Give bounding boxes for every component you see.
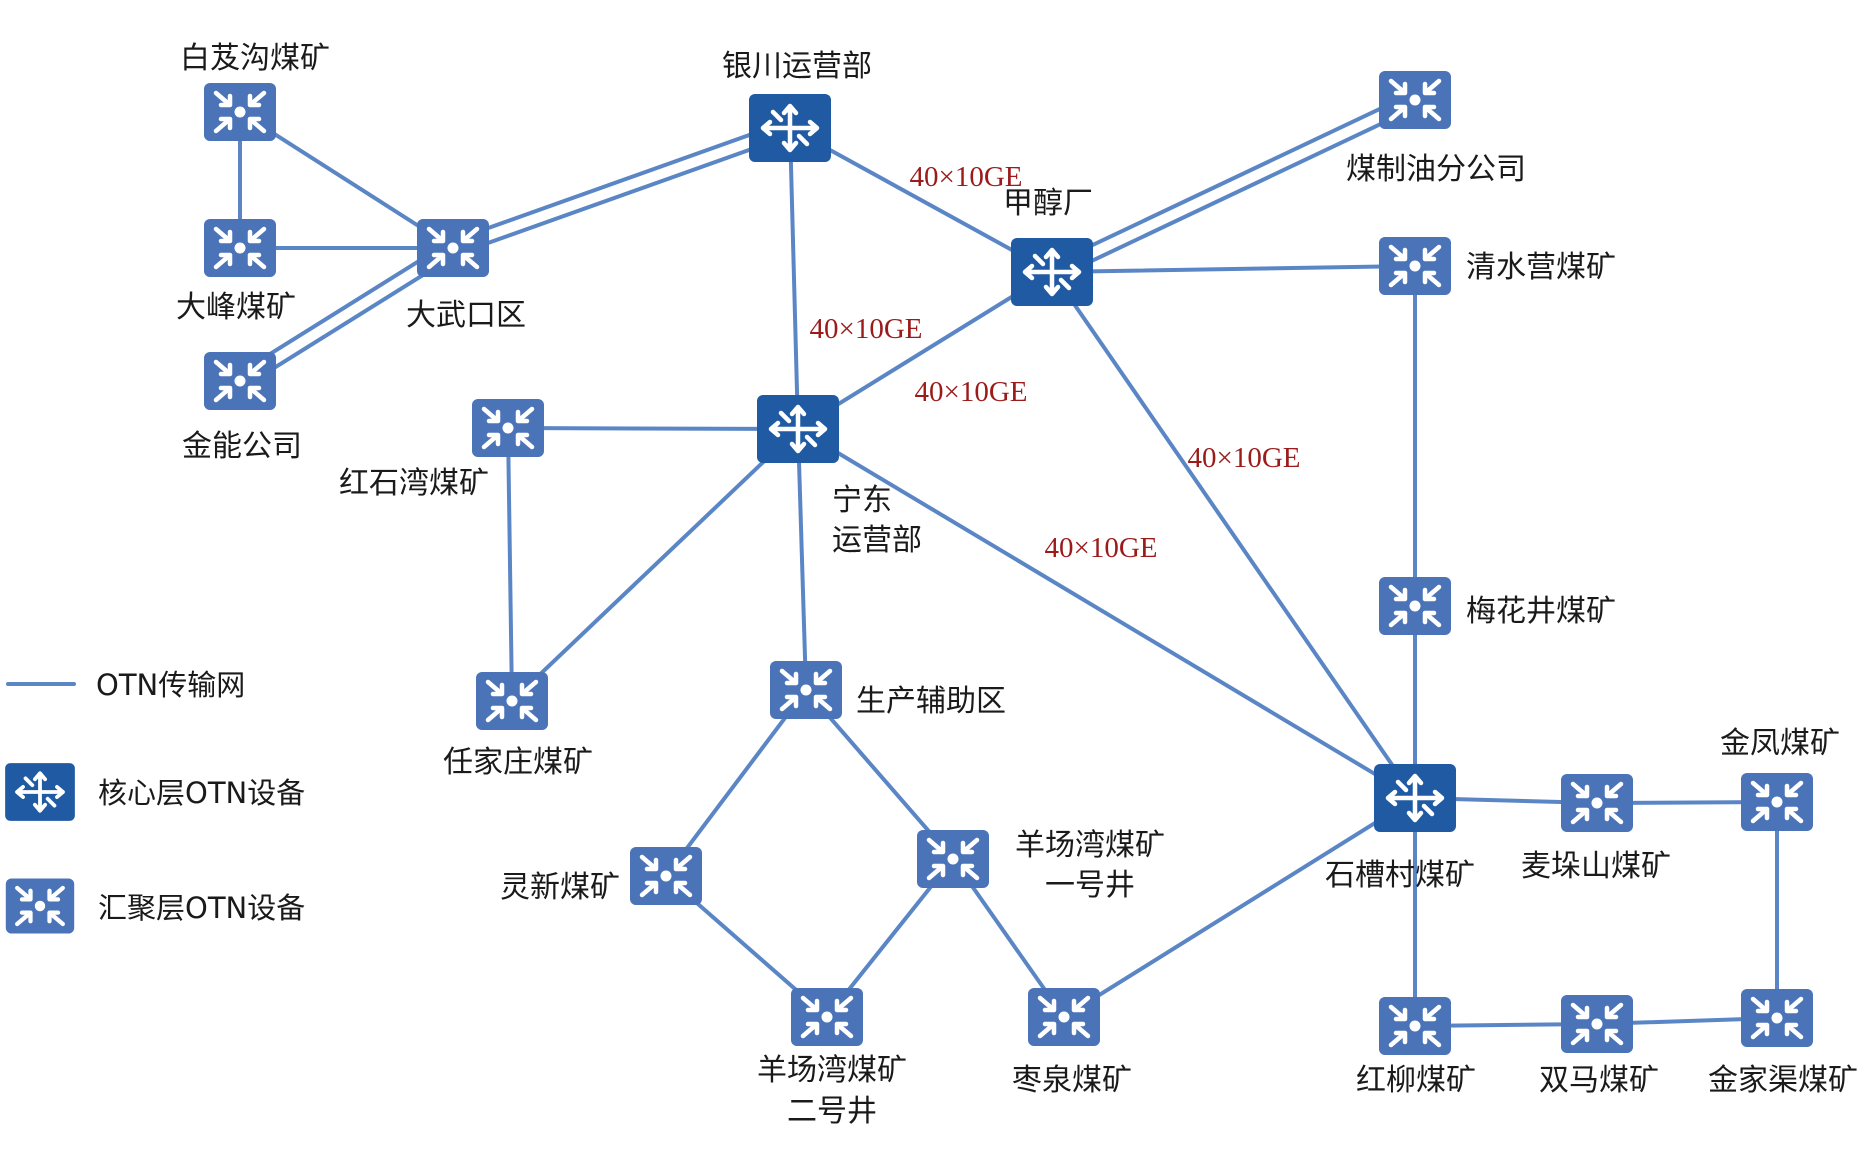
node-label-yangchang2: 羊场湾煤矿: [757, 1053, 907, 1088]
node-label-qingshuiying: 清水营煤矿: [1466, 250, 1616, 285]
aggregation-switch-icon-jinjiaqu: [1741, 989, 1813, 1047]
aggregation-switch-icon-qingshuiying: [1379, 237, 1451, 295]
node-label-jinfeng: 金凤煤矿: [1720, 726, 1840, 761]
link-methanol-qingshuiying: [1050, 264, 1417, 274]
bandwidth-label-yinchuan_methanol: 40×10GE: [909, 161, 1022, 193]
node-label-baijigou: 白芨沟煤矿: [180, 41, 330, 76]
link-yinchuan-methanol: [788, 126, 1054, 274]
aggregation-switch-icon-maiduoshan: [1561, 774, 1633, 832]
node-label-dafeng: 大峰煤矿: [176, 290, 296, 325]
aggregation-switch-icon-yangchang2: [791, 988, 863, 1046]
node-label-hongliu: 红柳煤矿: [1356, 1063, 1476, 1098]
aggregation-switch-icon-yangchang1: [917, 830, 989, 888]
node-label-ningdong: 宁东: [832, 483, 892, 518]
link-dawukou-yinchuan: [453, 132, 795, 257]
node-label-yangchang1-2: 一号井: [1045, 868, 1135, 903]
node-label-renjiazhuang: 任家庄煤矿: [443, 745, 593, 780]
node-label-maiduoshan: 麦垛山煤矿: [1521, 849, 1671, 884]
core-router-icon-shicaocun: [1374, 764, 1456, 832]
node-label-yinchuan: 银川运营部: [722, 49, 872, 84]
link-methanol-shicaocun: [1050, 270, 1417, 800]
node-label-hongshiwan: 红石湾煤矿: [339, 466, 489, 501]
legend-core-device-label: 核心层OTN设备: [98, 776, 305, 810]
node-label-meihuajing: 梅花井煤矿: [1466, 594, 1616, 629]
aggregation-switch-icon-lingxin: [630, 847, 702, 905]
bandwidth-label-methanol_shicaocun: 40×10GE: [1187, 442, 1300, 474]
node-label-jinneng: 金能公司: [182, 429, 302, 464]
node-label-shicaocun: 石槽村煤矿: [1325, 858, 1475, 893]
node-label-jinjiaqu: 金家渠煤矿: [1708, 1063, 1858, 1098]
legend-agg-icon: [6, 878, 74, 933]
bandwidth-labels: 40×10GE 40×10GE 40×10GE 40×10GE 40×10GE: [809, 161, 1300, 564]
node-label-yangchang2-2: 二号井: [787, 1094, 877, 1129]
node-label-coal_oil: 煤制油分公司: [1346, 152, 1526, 187]
node-label-yangchang1: 羊场湾煤矿: [1015, 828, 1165, 863]
aggregation-switch-icon-zaoquan: [1028, 988, 1100, 1046]
bandwidth-label-methanol_ningdong: 40×10GE: [914, 376, 1027, 408]
node-label-dawukou: 大武口区: [406, 298, 526, 333]
bandwidth-label-ningdong_shicaocun: 40×10GE: [1044, 532, 1157, 564]
aggregation-switch-icon-coal_oil: [1379, 71, 1451, 129]
link-zaoquan-shicaocun: [1062, 796, 1417, 1019]
aggregation-switch-icon-production: [770, 661, 842, 719]
link-hongshiwan-ningdong: [506, 426, 800, 431]
node-label-lingxin: 灵新煤矿: [500, 870, 620, 905]
core-router-icon-yinchuan: [749, 94, 831, 162]
link-ningdong-production: [796, 427, 808, 692]
link-renjiazhuang-ningdong: [510, 427, 800, 703]
legend-core-icon: [3, 761, 77, 823]
legend-agg-device-label: 汇聚层OTN设备: [98, 891, 305, 925]
core-router-icon-methanol: [1011, 238, 1093, 306]
aggregation-switch-icon-renjiazhuang: [476, 672, 548, 730]
node-label-zaoquan: 枣泉煤矿: [1012, 1063, 1132, 1098]
aggregation-switch-icon-dafeng: [204, 219, 276, 277]
link-yinchuan-ningdong: [788, 126, 800, 431]
legend: OTN传输网 核心层OTN设备 汇聚层OTN设备: [3, 668, 305, 934]
aggregation-switch-icon-hongliu: [1379, 997, 1451, 1055]
node-label-shuangma: 双马煤矿: [1539, 1063, 1659, 1098]
core-router-icon-ningdong: [757, 395, 839, 463]
node-label-production: 生产辅助区: [856, 684, 1006, 719]
aggregation-switch-icon-dawukou: [417, 219, 489, 277]
link-methanol-ningdong: [796, 270, 1054, 431]
link-ningdong-shicaocun: [796, 427, 1417, 800]
node-label-methanol: 甲醇厂: [1003, 186, 1093, 221]
link-hongshiwan-renjiazhuang: [506, 426, 514, 703]
link-production-lingxin: [664, 688, 808, 878]
aggregation-switch-icon-hongshiwan: [472, 399, 544, 457]
node-label-ningdong-2: 运营部: [832, 523, 922, 558]
aggregation-switch-icon-shuangma: [1561, 995, 1633, 1053]
link-methanol-coal_oil: [1047, 91, 1415, 268]
link-methanol-coal_oil: [1052, 104, 1420, 281]
aggregation-switch-icon-jinneng: [204, 352, 276, 410]
aggregation-switch-icon-jinfeng: [1741, 773, 1813, 831]
bandwidth-label-yinchuan_ningdong: 40×10GE: [809, 313, 922, 345]
aggregation-switch-icon-baijigou: [204, 83, 276, 141]
link-dawukou-yinchuan: [448, 119, 790, 244]
aggregation-switch-icon-meihuajing: [1379, 577, 1451, 635]
legend-otn-network-label: OTN传输网: [96, 668, 245, 702]
